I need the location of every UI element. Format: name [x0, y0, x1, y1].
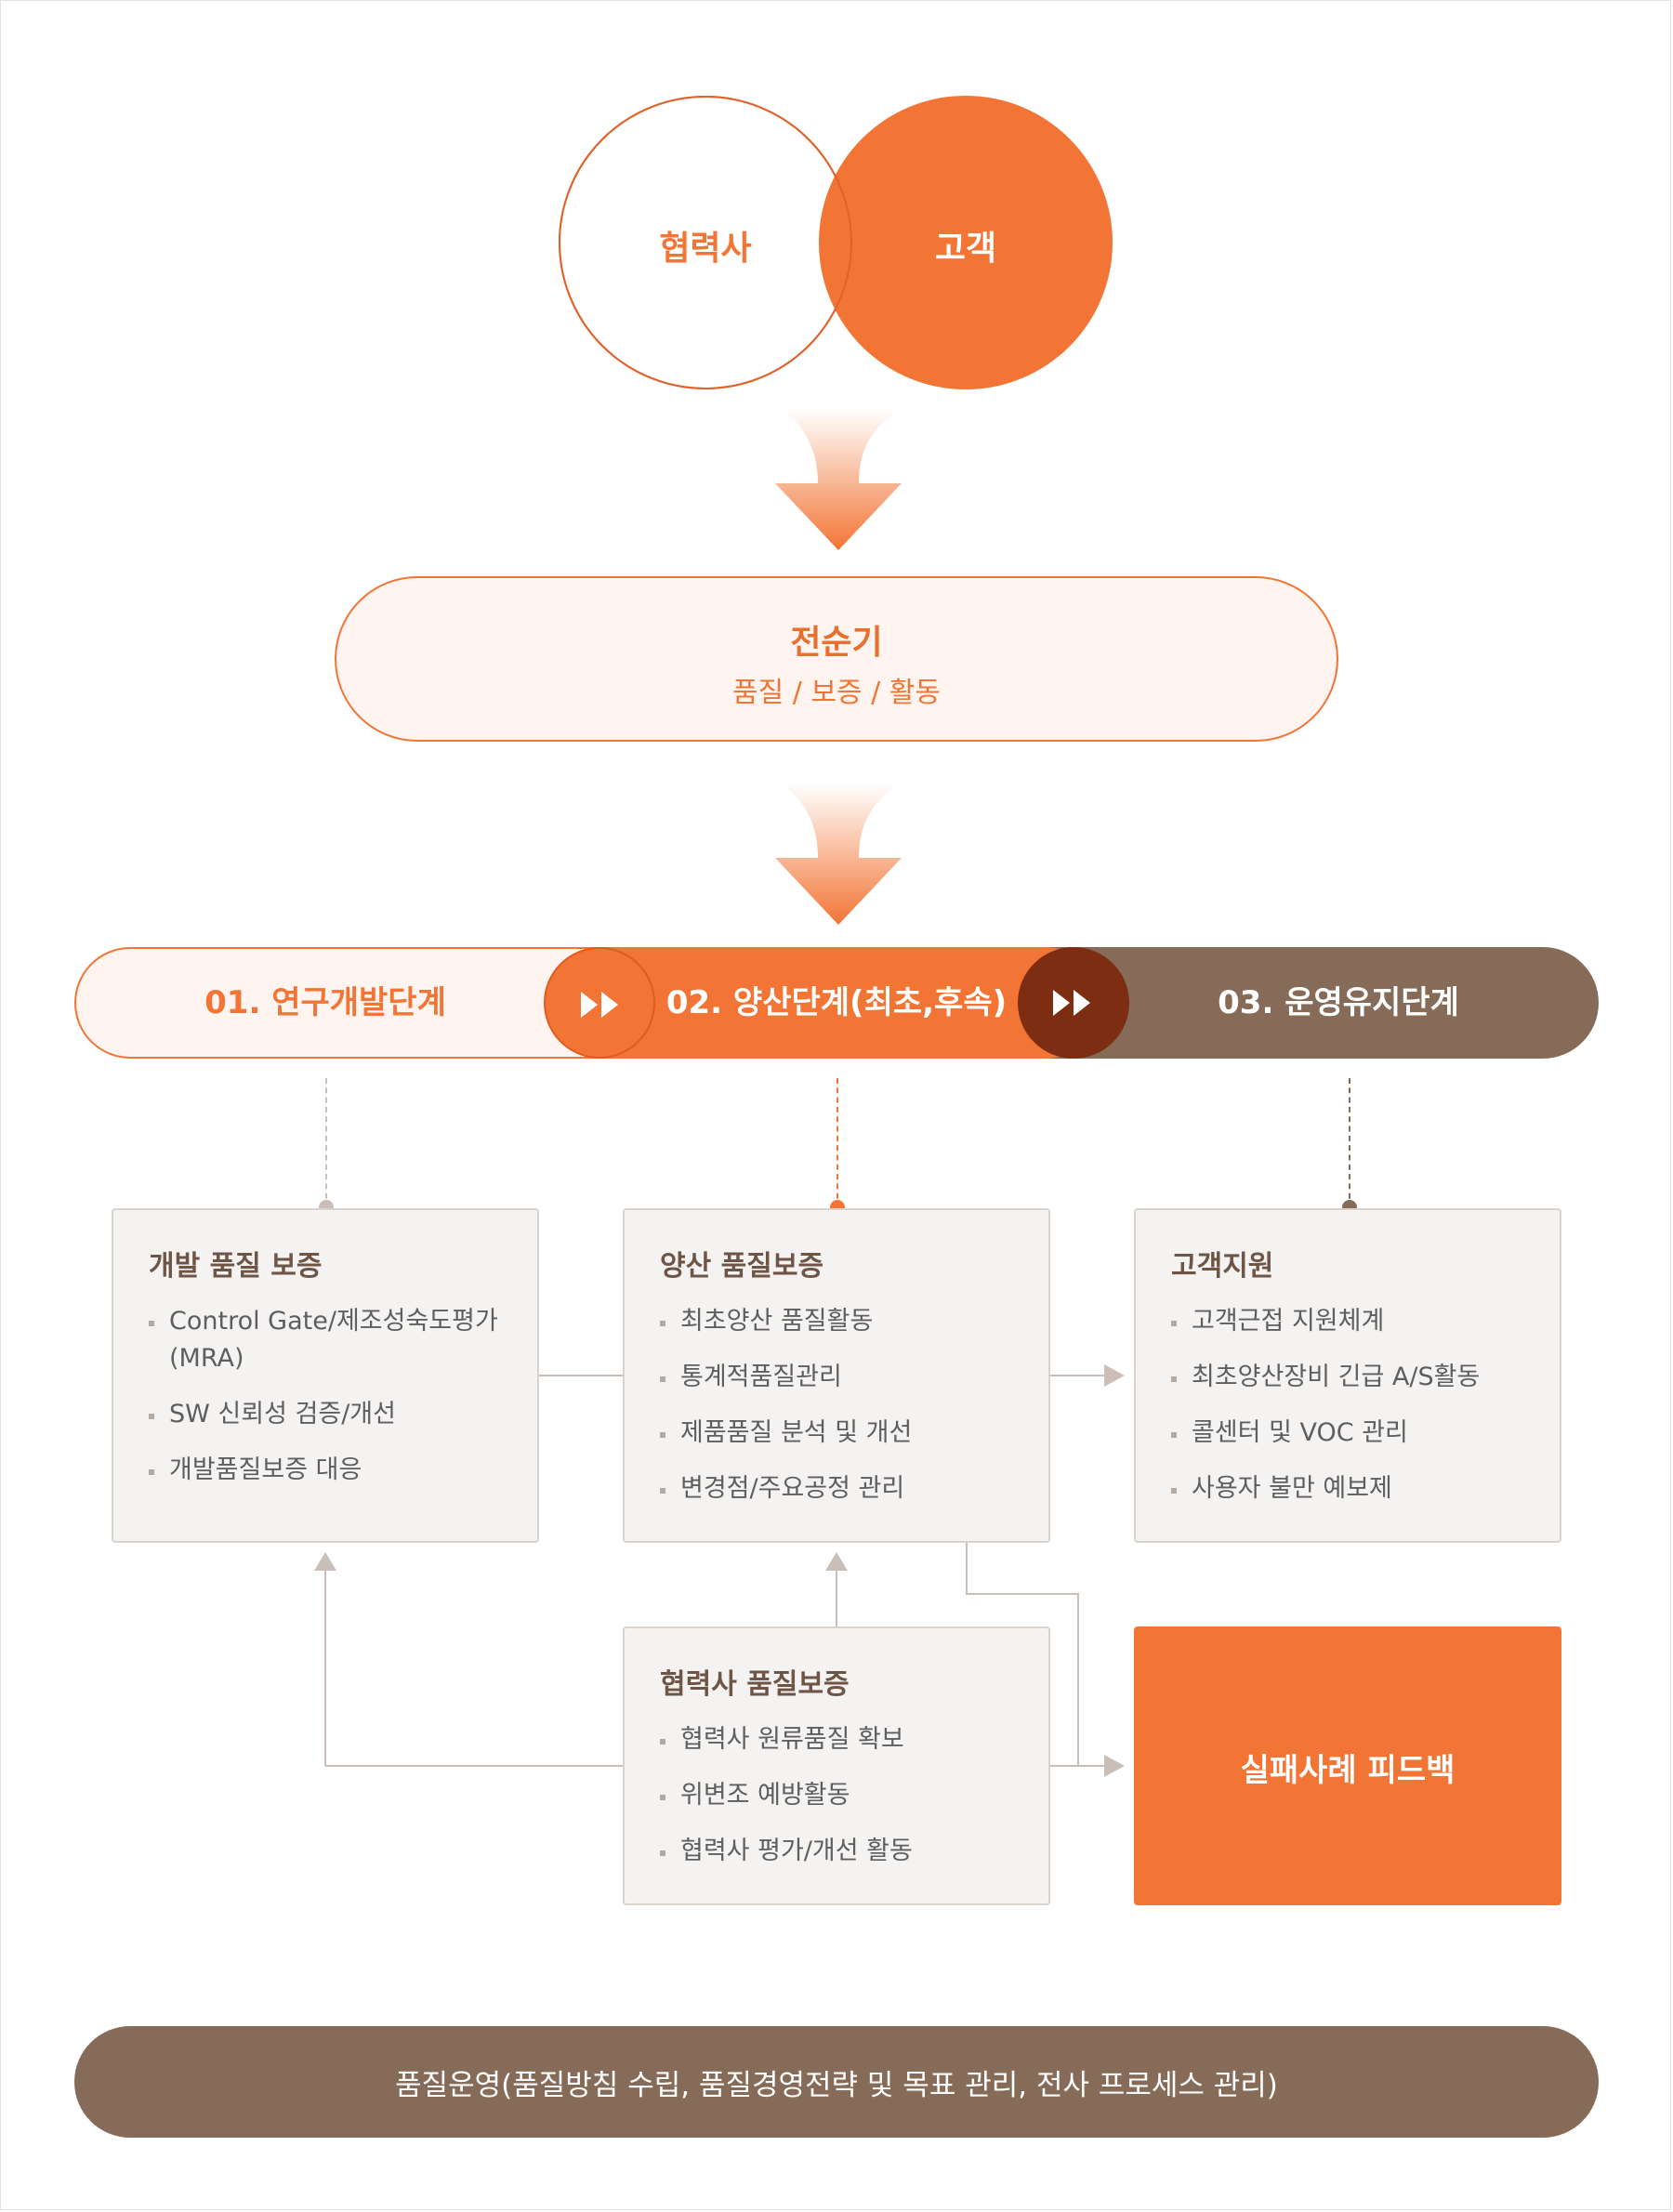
fast-forward-icon	[544, 947, 655, 1059]
partner-quality-title: 협력사 품질보증	[660, 1668, 850, 1701]
arrow-right-icon	[1104, 1364, 1125, 1387]
list-item: Control Gate/제조성숙도평가 (MRA)	[149, 1303, 520, 1377]
pill-title: 전순기	[790, 624, 883, 662]
pill-subtitle: 품질 / 보증 / 활동	[732, 677, 941, 709]
list-item: 제품품질 분석 및 개선	[660, 1415, 1032, 1452]
stage-3-label: 03. 운영유지단계	[1218, 984, 1459, 1021]
stage-1-label: 01. 연구개발단계	[204, 984, 446, 1021]
stage-3-connector	[1349, 1078, 1350, 1208]
partner-label: 협력사	[659, 230, 752, 268]
list-item: 변경점/주요공정 관리	[660, 1470, 1032, 1508]
full-cycle-pill: 전순기 품질 / 보증 / 활동	[335, 576, 1338, 742]
list-item: 콜센터 및 VOC 관리	[1171, 1415, 1543, 1452]
list-item: 사용자 불만 예보제	[1171, 1470, 1543, 1508]
stage-1-connector	[325, 1078, 327, 1208]
customer-support-box: 고객지원 고객근접 지원체계 최초양산장비 긴급 A/S활동 콜센터 및 VOC…	[1134, 1208, 1561, 1543]
down-arrow-icon	[775, 409, 902, 550]
customer-support-title: 고객지원	[1171, 1250, 1274, 1283]
list-item: 협력사 원류품질 확보	[660, 1721, 1032, 1758]
quality-operation-label: 품질운영(품질방침 수립, 품질경영전략 및 목표 관리, 전사 프로세스 관리…	[395, 2069, 1278, 2102]
stage-2-label: 02. 양산단계(최초,후속)	[665, 984, 1008, 1021]
customer-label: 고객	[934, 230, 997, 268]
list-item: 통계적품질관리	[660, 1359, 1032, 1396]
stage-2-connector	[836, 1078, 838, 1208]
customer-circle	[819, 96, 1113, 389]
mass-quality-box: 양산 품질보증 최초양산 품질활동 통계적품질관리 제품품질 분석 및 개선 변…	[623, 1208, 1050, 1543]
dev-quality-title: 개발 품질 보증	[149, 1250, 323, 1283]
failure-feedback-label: 실패사례 피드백	[1240, 1752, 1456, 1789]
arrow-up-icon	[314, 1552, 336, 1571]
list-item: 최초양산장비 긴급 A/S활동	[1171, 1359, 1543, 1396]
list-item: 협력사 평가/개선 활동	[660, 1833, 1032, 1870]
list-item: SW 신뢰성 검증/개선	[149, 1396, 520, 1433]
mass-quality-title: 양산 품질보증	[660, 1250, 824, 1283]
partner-quality-box: 협력사 품질보증 협력사 원류품질 확보 위변조 예방활동 협력사 평가/개선 …	[623, 1626, 1050, 1905]
arrow-up-icon	[825, 1552, 848, 1571]
list-item: 개발품질보증 대응	[149, 1452, 520, 1489]
list-item: 위변조 예방활동	[660, 1777, 1032, 1814]
venn-overlap-outline	[559, 96, 852, 389]
list-item: 최초양산 품질활동	[660, 1303, 1032, 1340]
arrow-right-icon	[1104, 1755, 1125, 1777]
failure-feedback-box: 실패사례 피드백	[1134, 1626, 1561, 1905]
list-item: 고객근접 지원체계	[1171, 1303, 1543, 1340]
down-arrow-icon	[775, 783, 902, 925]
quality-operation-bar: 품질운영(품질방침 수립, 품질경영전략 및 목표 관리, 전사 프로세스 관리…	[74, 2026, 1599, 2138]
dev-quality-box: 개발 품질 보증 Control Gate/제조성숙도평가 (MRA) SW 신…	[112, 1208, 539, 1543]
fast-forward-icon	[1018, 947, 1129, 1059]
